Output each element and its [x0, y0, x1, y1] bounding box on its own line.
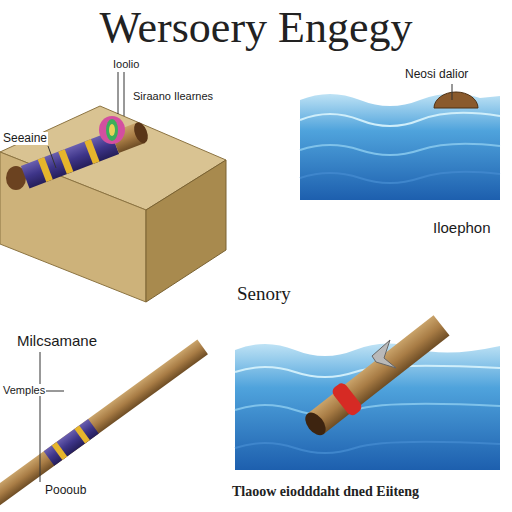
- turbine-tank: [235, 312, 500, 470]
- part-label: Milcsamane: [16, 333, 98, 350]
- part-label: Seeaine: [2, 132, 48, 145]
- part-label: Iloephon: [432, 220, 492, 237]
- caption: Tlaoow eiodddaht dned Eiiteng: [232, 484, 419, 499]
- wave-tank: [300, 84, 500, 200]
- part-label: Poooub: [44, 484, 87, 497]
- part-label: Vemples: [2, 384, 46, 396]
- diagram-title: Wersoery Engegy: [100, 4, 413, 52]
- part-label: Ioolio: [112, 58, 140, 70]
- part-label: Siraano Ilearnes: [132, 90, 214, 102]
- rod-assembly: [0, 340, 208, 507]
- leader-lines: [48, 72, 124, 168]
- part-label: Senory: [236, 284, 292, 305]
- part-label: Neosi dalior: [404, 68, 469, 81]
- generator-box: [0, 106, 226, 302]
